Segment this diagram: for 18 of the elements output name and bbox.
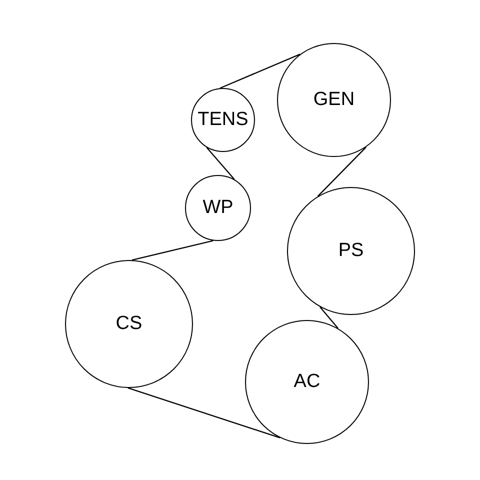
pulley-label: AC: [294, 371, 320, 393]
pulley-circle: [277, 43, 391, 157]
belt-segment: [128, 387, 280, 438]
pulley-circle: [185, 175, 251, 241]
belt-segment: [132, 240, 214, 261]
pulley-circle: [245, 320, 369, 444]
pulley-label: WP: [202, 197, 234, 219]
belt-segment: [317, 146, 366, 197]
pulley-circle: [65, 260, 193, 388]
belt-segment: [320, 306, 339, 329]
pulley-label: GEN: [313, 89, 355, 111]
pulley-label: PS: [338, 240, 364, 262]
pulley-circle: [191, 88, 255, 152]
belt-segment: [206, 147, 235, 180]
pulley-label: TENS: [198, 109, 248, 131]
pulley-label: CS: [116, 313, 142, 335]
pulley-circle: [287, 187, 415, 315]
belt-segment: [220, 54, 300, 89]
